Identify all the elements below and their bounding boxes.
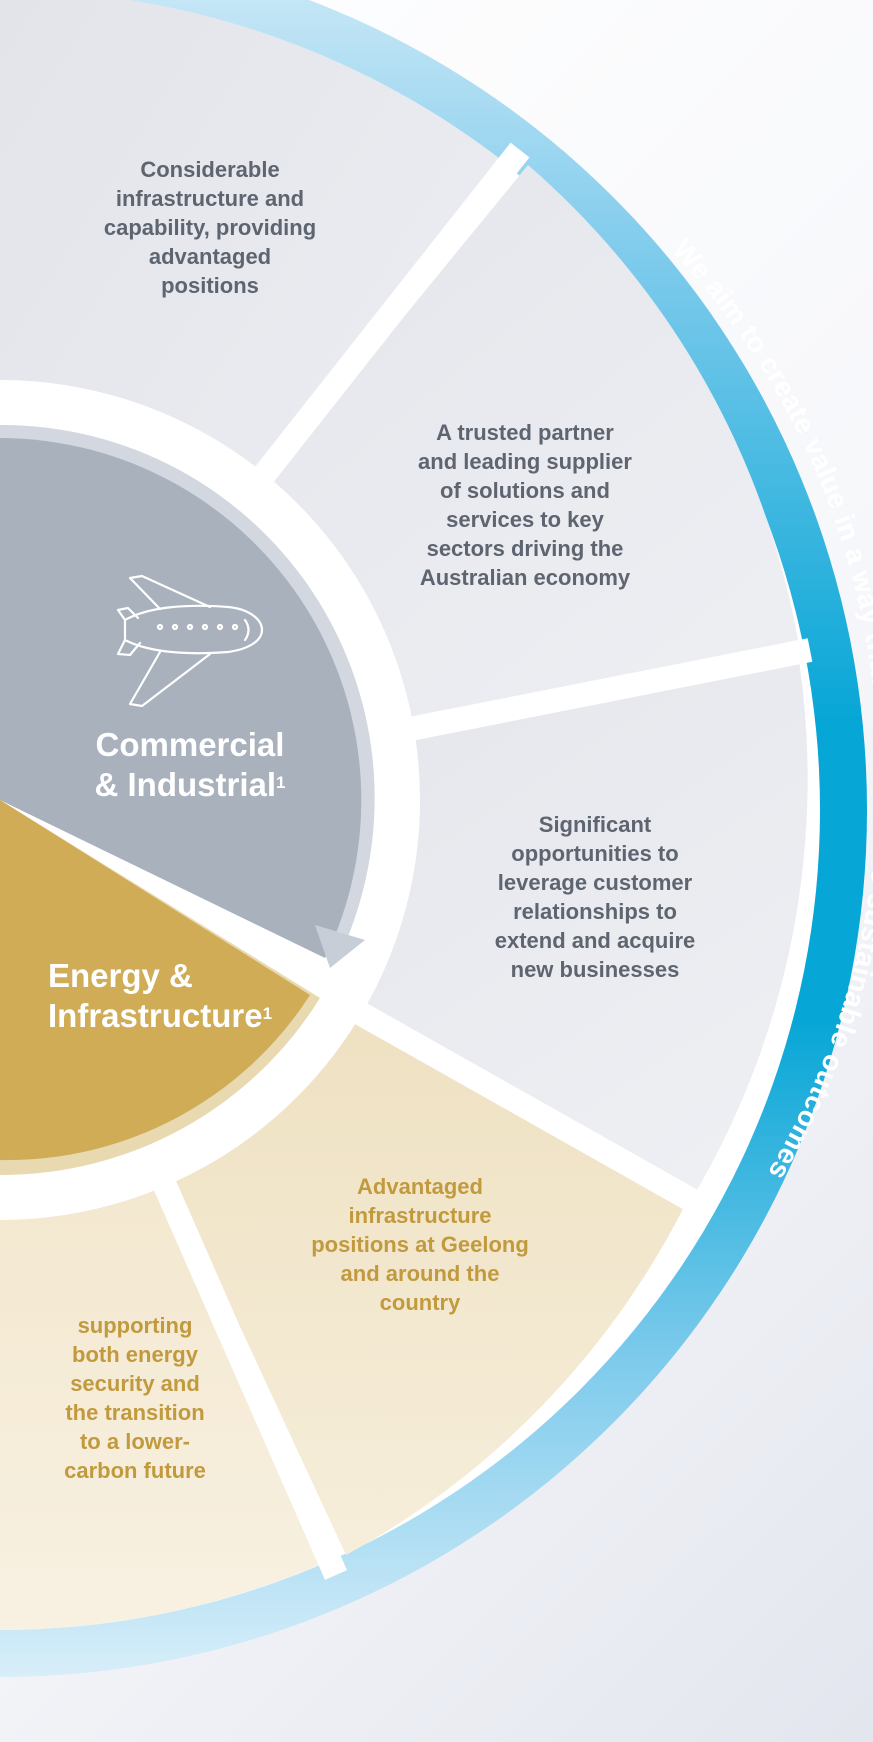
seg2-line: relationships to	[513, 899, 677, 924]
seg1-line: Australian economy	[419, 565, 631, 590]
seg0-line: Considerable	[140, 157, 280, 182]
airplane-icon	[116, 574, 264, 708]
seg3-line: Advantaged	[357, 1174, 483, 1199]
seg2-line: opportunities to	[511, 841, 679, 866]
segment-text-energy-security: supporting both energy security and the …	[40, 1311, 230, 1485]
energy-footnote: 1	[262, 1004, 273, 1023]
seg4-line: security and	[70, 1371, 200, 1396]
seg1-line: services to key	[446, 507, 604, 532]
energy-infrastructure-title: Energy & Infrastructure1	[48, 956, 348, 1036]
seg2-line: leverage customer	[497, 870, 693, 895]
segment-text-geelong-infrastructure: Advantaged infrastructure positions at G…	[295, 1172, 545, 1317]
commercial-footnote: 1	[276, 773, 286, 792]
seg2-line: Significant	[538, 812, 652, 837]
segment-text-trusted-partner: A trusted partner and leading supplier o…	[380, 418, 670, 592]
seg0-line: positions	[161, 273, 259, 298]
commercial-hub	[0, 438, 362, 958]
energy-hub	[0, 800, 310, 1161]
segment-text-customer-opportunities: Significant opportunities to leverage cu…	[450, 810, 740, 984]
seg0-line: capability, providing	[103, 215, 317, 240]
seg3-line: infrastructure	[348, 1203, 492, 1228]
seg3-line: positions at Geelong	[311, 1232, 529, 1257]
segment-text-infrastructure-capability: Considerable infrastructure and capabili…	[70, 155, 350, 300]
seg1-line: of solutions and	[440, 478, 610, 503]
seg0-line: advantaged	[148, 244, 272, 269]
seg4-line: supporting	[77, 1313, 193, 1338]
seg4-line: the transition	[65, 1400, 205, 1425]
seg0-line: infrastructure and	[115, 186, 305, 211]
seg4-line: both energy	[72, 1342, 198, 1367]
commercial-hub-arrow	[315, 925, 365, 968]
seg2-line: extend and acquire	[494, 928, 696, 953]
seg4-line: carbon future	[64, 1458, 206, 1483]
seg1-line: and leading supplier	[418, 449, 632, 474]
commercial-industrial-title: Commercial & Industrial1	[40, 725, 340, 805]
seg2-line: new businesses	[510, 957, 680, 982]
seg3-line: and around the	[340, 1261, 500, 1286]
commercial-title-line-2: & Industrial1	[94, 766, 286, 803]
commercial-title-line-1: Commercial	[95, 726, 285, 763]
energy-title-line-2: Infrastructure1	[48, 997, 273, 1034]
seg1-line: A trusted partner	[436, 420, 614, 445]
seg4-line: to a lower-	[79, 1429, 190, 1454]
seg1-line: sectors driving the	[426, 536, 624, 561]
energy-title-line-1: Energy &	[48, 957, 193, 994]
seg3-line: country	[379, 1290, 461, 1315]
